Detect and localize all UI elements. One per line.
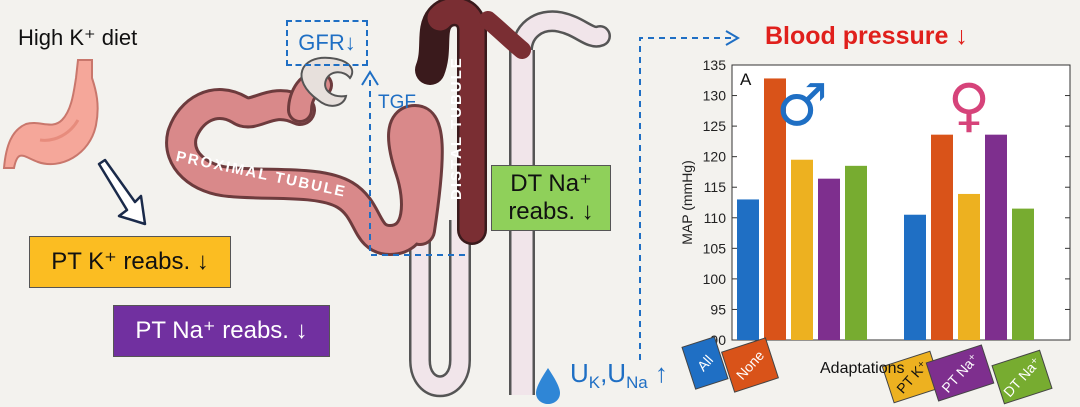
y-tick-label: 135: [703, 57, 727, 73]
bar: [904, 214, 926, 340]
bar: [791, 159, 813, 340]
bar: [958, 193, 980, 340]
y-tick-label: 120: [703, 149, 727, 165]
legend-tag-box: [925, 344, 995, 402]
dt-na-box: DT Na⁺ reabs. ↓: [491, 165, 611, 231]
y-axis-label: MAP (mmHg): [679, 160, 695, 245]
legend-tag: All: [681, 336, 729, 390]
legend-tag-box: [991, 349, 1053, 405]
female-symbol-icon: ♀: [948, 71, 990, 139]
bar: [985, 134, 1007, 340]
legend-tag-box: [721, 337, 779, 393]
urine-output-label: UK,UNa ↑: [570, 358, 668, 393]
tgf-label: TGF: [378, 92, 416, 113]
legend-tag: None: [721, 337, 779, 393]
gfr-label: GFR↓: [298, 30, 356, 56]
y-tick-label: 125: [703, 118, 727, 134]
bar: [931, 134, 953, 340]
bar: [845, 165, 867, 340]
legend-tag: DT Na⁺: [991, 349, 1053, 405]
bar: [764, 78, 786, 340]
y-tick-label: 105: [703, 240, 727, 256]
male-symbol-icon: ♂: [776, 71, 828, 139]
blood-pressure-label: Blood pressure ↓: [765, 22, 968, 50]
gfr-box: GFR↓: [286, 20, 368, 66]
y-tick-label: 110: [704, 210, 727, 226]
legend-tag: PT Na⁺: [925, 344, 995, 402]
y-tick-label: 100: [703, 271, 727, 287]
pt-na-box: PT Na⁺ reabs. ↓: [113, 305, 330, 357]
diet-label: High K⁺ diet: [18, 25, 138, 50]
bar: [1012, 208, 1034, 340]
stomach-icon: [2, 59, 99, 169]
pt-k-box: PT K⁺ reabs. ↓: [29, 236, 231, 288]
y-tick-label: 95: [710, 301, 726, 317]
bar: [818, 178, 840, 340]
y-tick-label: 130: [703, 88, 727, 104]
y-tick-label: 115: [704, 179, 727, 195]
bar: [737, 199, 759, 340]
diet-arrow: [97, 158, 147, 226]
x-axis-label: Adaptations: [820, 360, 905, 377]
drop-icon: [536, 368, 560, 404]
distal-label: DISTAL TUBULE: [448, 56, 465, 200]
legend-tag: PT K⁺: [881, 350, 943, 404]
legend-tag-box: [681, 336, 729, 390]
panel-label: A: [740, 70, 752, 89]
